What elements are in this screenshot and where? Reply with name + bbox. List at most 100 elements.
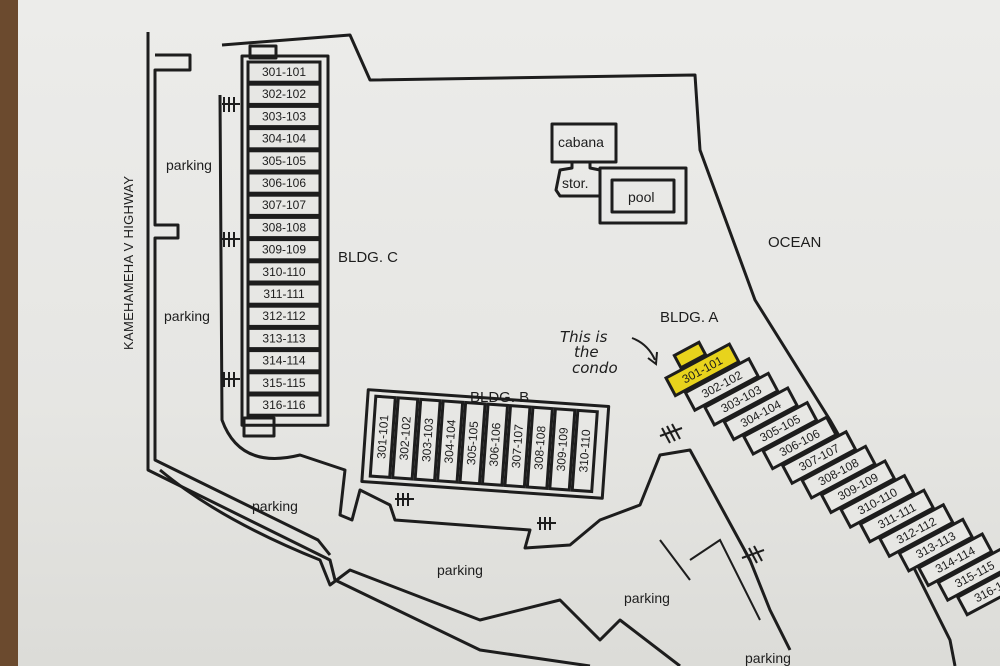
unit-a-307-107[interactable] [780, 429, 858, 486]
unit-a-305-105[interactable] [741, 400, 819, 457]
unit-a-301-101[interactable] [663, 342, 741, 398]
unit-b-label: 303-103 [419, 417, 436, 462]
storage-label: stor. [562, 175, 588, 191]
unit-b-301-101[interactable] [368, 394, 397, 480]
unit-c-label: 307-107 [262, 198, 306, 212]
unit-b-305-105[interactable] [458, 400, 487, 486]
unit-b-309-109[interactable] [548, 407, 577, 492]
unit-b-label: 305-105 [464, 420, 481, 465]
unit-c-label: 301-101 [262, 65, 306, 79]
unit-a-306-106[interactable] [761, 415, 839, 471]
unit-c-315-115[interactable] [246, 371, 322, 395]
unit-a-310-110[interactable] [839, 473, 916, 530]
building-c-outline [240, 54, 330, 427]
building-a-label: BLDG. A [660, 309, 718, 326]
stairs-b-west [395, 493, 414, 506]
unit-b-label: 304-104 [442, 419, 459, 464]
unit-c-312-112[interactable] [246, 304, 322, 328]
note-arrow [631, 337, 656, 361]
pool-deck [598, 166, 688, 225]
unit-c-label: 305-105 [262, 154, 306, 168]
stairs-c-north [222, 97, 240, 112]
unit-b-307-107[interactable] [503, 404, 532, 489]
highway-edge-inner [153, 53, 332, 556]
unit-b-label: 306-106 [486, 422, 503, 467]
note-arrow-head [647, 351, 658, 366]
unit-a-316-116[interactable] [955, 561, 1000, 617]
unit-b-label: 308-108 [531, 425, 548, 470]
unit-b-310-110[interactable] [570, 408, 599, 494]
stairs-c-south [222, 372, 240, 387]
unit-c-301-101[interactable] [246, 60, 322, 84]
unit-a-311-111[interactable] [858, 488, 936, 544]
unit-c-label: 302-102 [262, 87, 306, 101]
unit-c-label: 314-114 [262, 354, 305, 368]
unit-c-313-113[interactable] [246, 326, 322, 351]
unit-c-309-109[interactable] [246, 238, 322, 262]
building-a: 301-101302-102303-103304-104305-105306-1… [663, 340, 1000, 617]
unit-b-label: 307-107 [509, 423, 526, 468]
pool-label: pool [628, 189, 654, 205]
storage-building [554, 162, 602, 198]
unit-c-label: 309-109 [262, 243, 306, 257]
cabana-building [550, 122, 618, 164]
unit-c-307-107[interactable] [246, 193, 322, 217]
unit-a-302-102[interactable] [683, 356, 761, 413]
unit-a-313-113[interactable] [897, 517, 975, 573]
unit-c-label: 316-116 [262, 398, 305, 412]
unit-a-312-112[interactable] [877, 502, 955, 559]
unit-b-label: 309-109 [554, 427, 571, 472]
unit-c-302-102[interactable] [246, 82, 322, 106]
parking-label-2: parking [164, 308, 210, 324]
unit-c-label: 312-112 [262, 309, 305, 323]
building-b-label: BLDG. B [470, 389, 529, 406]
unit-c-label: 313-113 [262, 331, 305, 345]
building-a-stairwell [672, 340, 708, 370]
unit-c-314-114[interactable] [246, 349, 322, 373]
unit-b-306-106[interactable] [480, 402, 510, 487]
building-c-annex [242, 416, 276, 438]
parking-label-4: parking [437, 562, 483, 578]
unit-c-303-103[interactable] [246, 104, 322, 129]
unit-b-303-103[interactable] [413, 397, 442, 483]
unit-c-label: 308-108 [262, 220, 306, 234]
unit-c-label: 311-111 [263, 287, 305, 301]
unit-b-308-108[interactable] [525, 405, 555, 490]
unit-a-308-108[interactable] [800, 444, 877, 500]
highway-label: KAMEHAMEHA V HIGHWAY [121, 176, 136, 350]
unit-c-label: 310-110 [262, 265, 305, 279]
stairs-a-mid [741, 545, 765, 566]
unit-b-302-102[interactable] [391, 396, 420, 481]
driveway-line-2 [689, 538, 761, 621]
unit-b-304-104[interactable] [435, 399, 465, 484]
unit-c-308-108[interactable] [246, 215, 322, 240]
building-c: 301-101302-102303-103304-104305-105306-1… [240, 44, 330, 438]
unit-c-label: 306-106 [262, 176, 306, 190]
note-line-1: This is [560, 328, 608, 346]
inner-loop-road [218, 94, 792, 651]
unit-c-316-116[interactable] [246, 393, 322, 417]
unit-b-label: 302-102 [397, 416, 414, 461]
unit-c-304-104[interactable] [246, 127, 322, 151]
unit-c-310-110[interactable] [246, 260, 322, 284]
note-line-2: the [574, 343, 599, 361]
unit-a-314-114[interactable] [916, 532, 994, 588]
building-a-stack: 301-101302-102303-103304-104305-105306-1… [663, 342, 1000, 617]
unit-c-306-106[interactable] [246, 171, 322, 195]
ocean-label: OCEAN [768, 234, 821, 251]
unit-a-304-104[interactable] [722, 385, 800, 442]
unit-a-309-109[interactable] [819, 458, 897, 515]
unit-a-315-115[interactable] [936, 546, 1000, 603]
parking-label-6: parking [745, 650, 791, 666]
unit-c-label: 304-104 [262, 132, 306, 146]
cabana-label: cabana [558, 134, 604, 150]
unit-c-311-111[interactable] [246, 282, 322, 306]
parking-label-5: parking [624, 590, 670, 606]
unit-a-303-103[interactable] [702, 371, 780, 427]
north-boundary [221, 33, 957, 666]
stairs-b-east [537, 517, 556, 530]
paper-sheet [18, 0, 1000, 666]
driveway-line [659, 539, 691, 581]
unit-c-305-105[interactable] [246, 149, 322, 173]
parking-label-1: parking [166, 157, 212, 173]
